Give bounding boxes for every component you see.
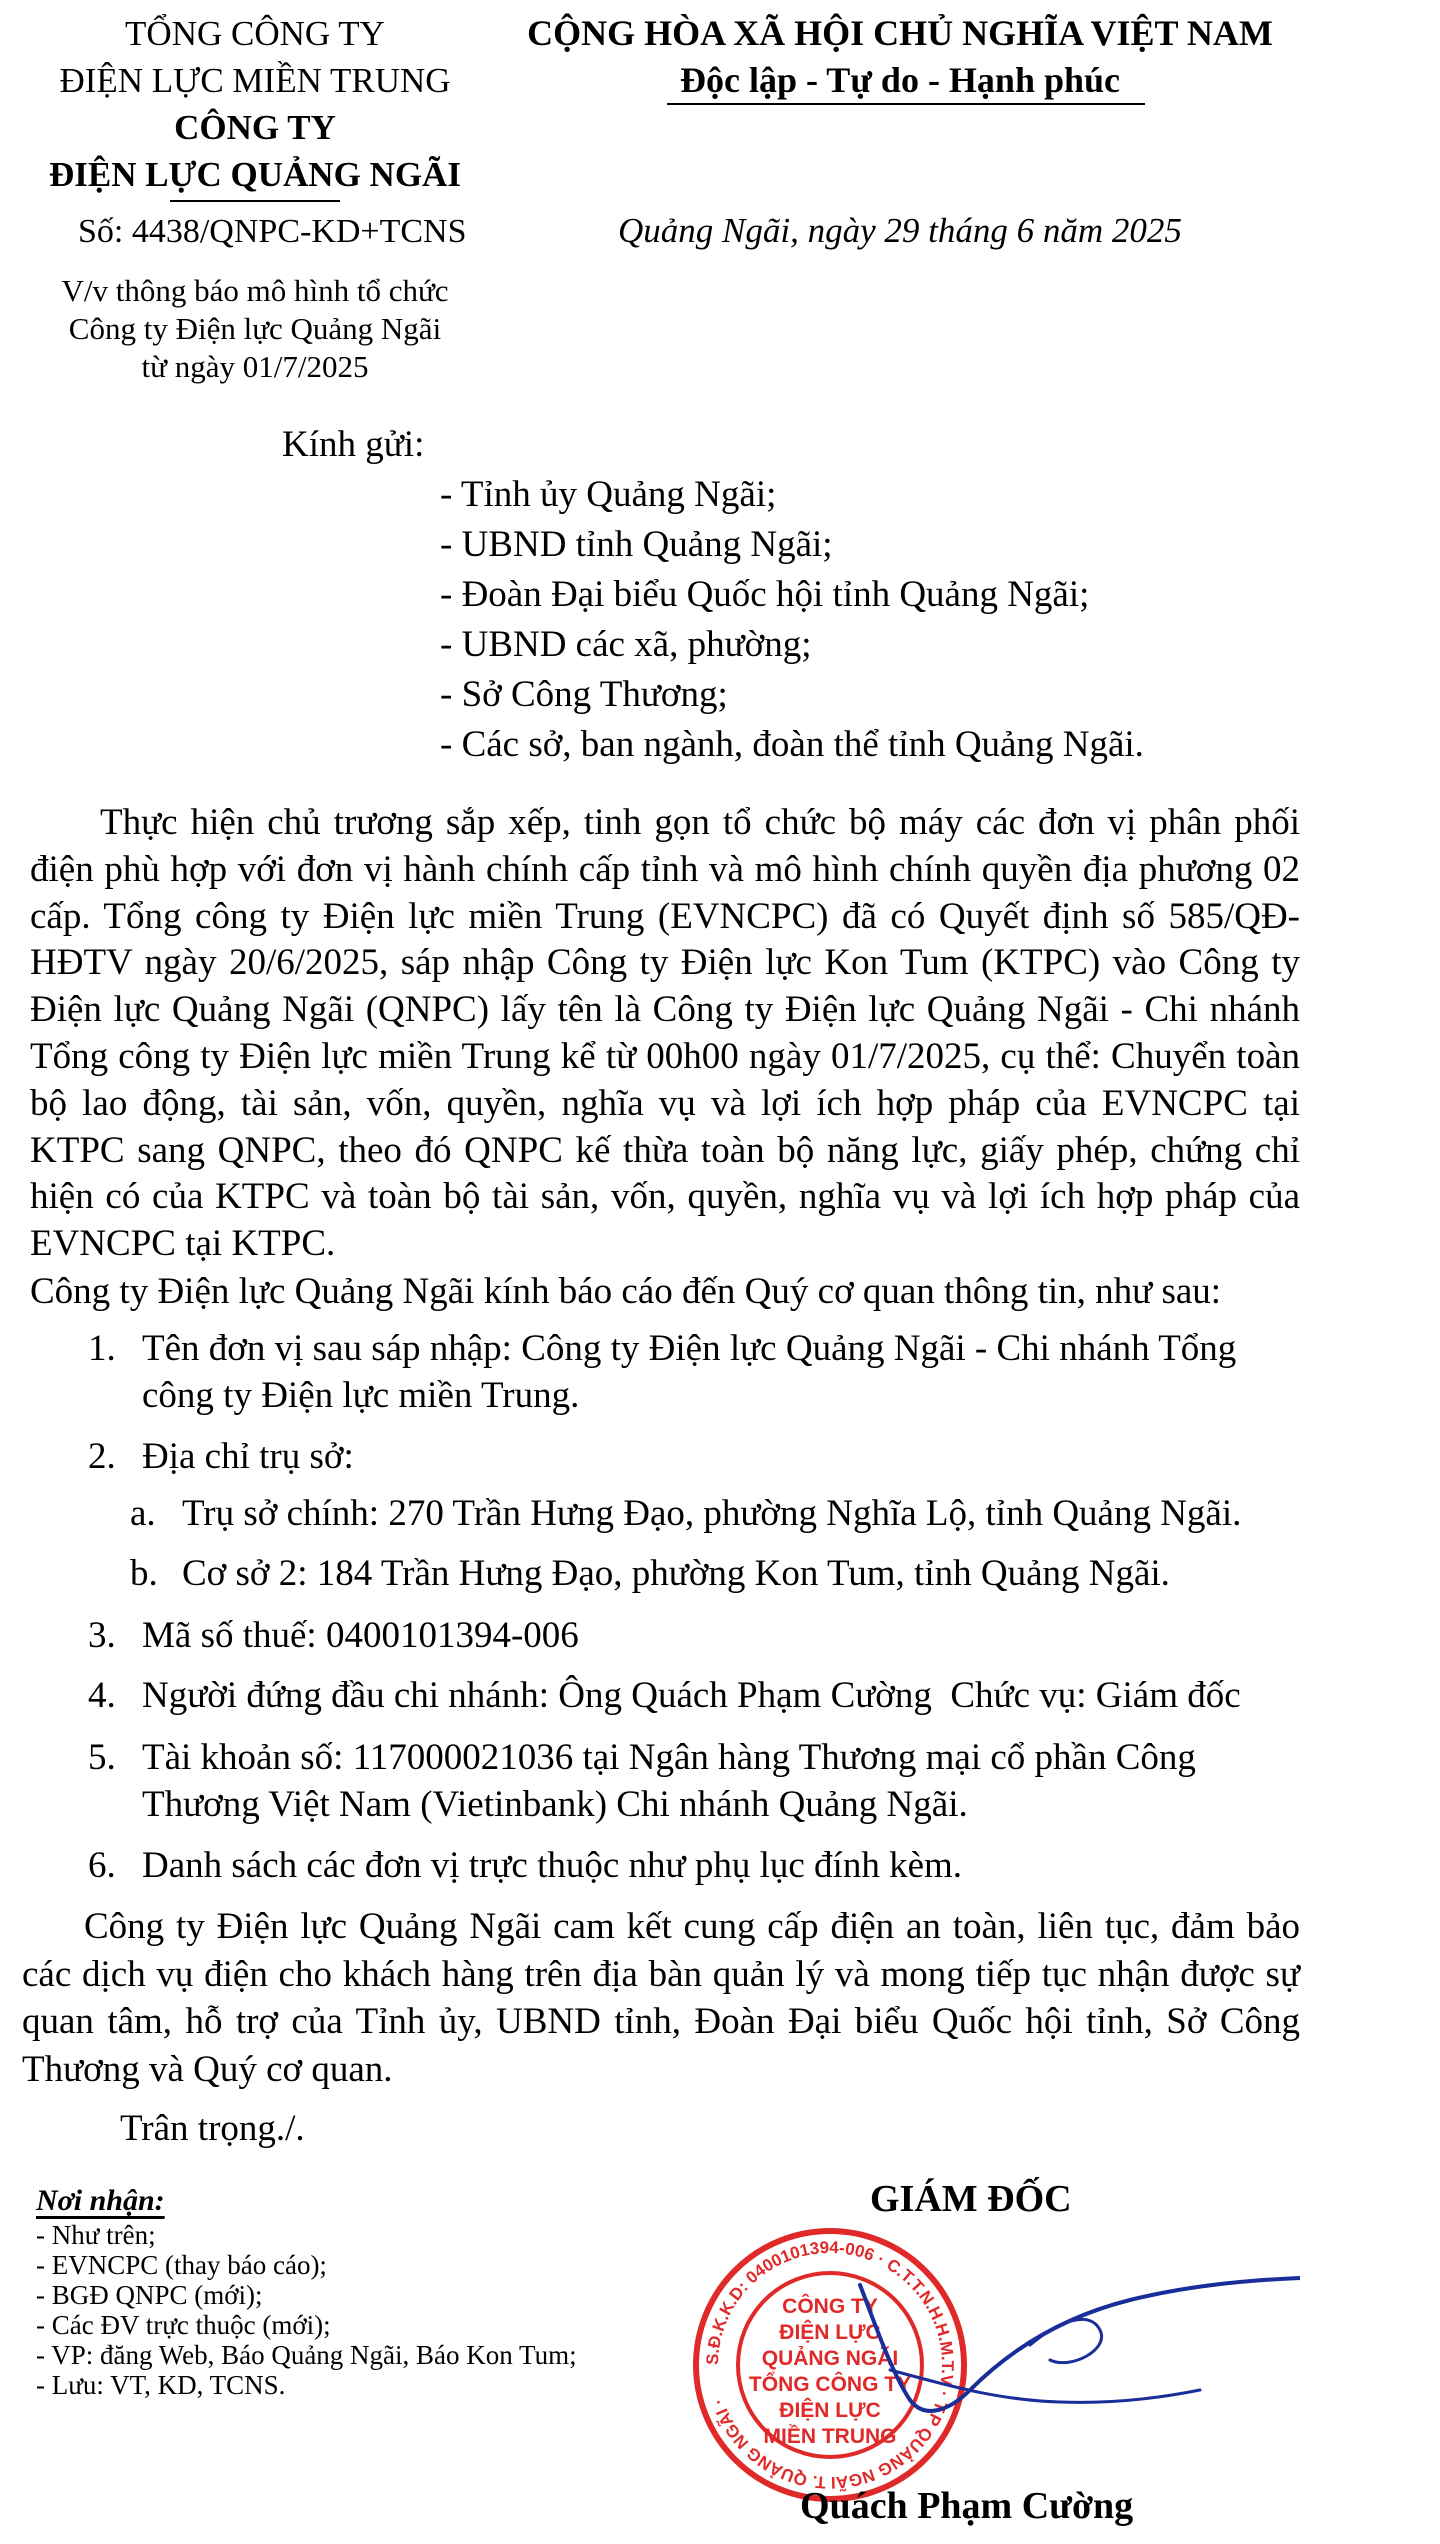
list-number: 5.: [88, 1737, 116, 1778]
org-name-2: ĐIỆN LỰC QUẢNG NGÃI: [49, 155, 461, 194]
svg-text:MIỀN TRUNG: MIỀN TRUNG: [764, 2425, 897, 2448]
subject-line-3: từ ngày 01/7/2025: [141, 349, 369, 384]
list-text: Người đứng đầu chi nhánh: Ông Quách Phạm…: [142, 1675, 1241, 1716]
list-letter: a.: [130, 1493, 156, 1534]
seal-outer-ring: [693, 2228, 967, 2502]
list-number: 1.: [88, 1328, 116, 1369]
list-text: Cơ sở 2: 184 Trần Hưng Đạo, phường Kon T…: [182, 1553, 1170, 1594]
signature: [858, 2276, 1300, 2413]
seal-inner-ring: [736, 2271, 924, 2459]
greeting: Kính gửi:: [282, 424, 425, 465]
list-text: Thương Việt Nam (Vietinbank) Chi nhánh Q…: [142, 1784, 968, 1825]
subject-block: V/v thông báo mô hình tổ chức Công ty Đi…: [20, 272, 490, 386]
recipient-item: - Sở Công Thương;: [440, 674, 728, 715]
seal-center-text: CÔNG TY ĐIỆN LỰC QUẢNG NGÃI TỔNG CÔNG TY…: [749, 2294, 911, 2448]
cc-item: - Lưu: VT, KD, TCNS.: [36, 2370, 286, 2400]
motto: Độc lập - Tự do - Hạnh phúc: [679, 60, 1121, 100]
recipient-item: - UBND các xã, phường;: [440, 624, 812, 665]
closing: Trân trọng./.: [120, 2108, 305, 2149]
header-left: TỔNG CÔNG TY ĐIỆN LỰC MIỀN TRUNG CÔNG TY…: [20, 10, 490, 198]
cc-item: - BGĐ QNPC (mới);: [36, 2280, 263, 2310]
intro-list: Công ty Điện lực Quảng Ngãi kính báo cáo…: [30, 1271, 1222, 1312]
header-left-rule: [170, 200, 340, 202]
list-text: công ty Điện lực miền Trung.: [142, 1375, 580, 1416]
svg-text:QUẢNG NGÃI: QUẢNG NGÃI: [762, 2347, 899, 2370]
list-text: Danh sách các đơn vị trực thuộc như phụ …: [142, 1845, 963, 1886]
list-text: Trụ sở chính: 270 Trần Hưng Đạo, phường …: [182, 1493, 1242, 1534]
recipient-item: - Các sở, ban ngành, đoàn thể tỉnh Quảng…: [440, 724, 1144, 765]
subject-line-1: V/v thông báo mô hình tổ chức: [61, 273, 449, 308]
list-text: Tài khoản số: 117000021036 tại Ngân hàng…: [142, 1737, 1196, 1778]
company-seal: S.Đ.K.K.D: 0400101394-006 · C.T.T.N.H.H.…: [693, 2228, 967, 2502]
list-text: Địa chỉ trụ sở:: [142, 1436, 354, 1477]
cc-item: - Như trên;: [36, 2220, 156, 2250]
list-number: 2.: [88, 1436, 116, 1477]
org-parent-2: ĐIỆN LỰC MIỀN TRUNG: [59, 61, 451, 100]
motto-underline: [667, 103, 1145, 105]
signer-title: GIÁM ĐỐC: [870, 2178, 1072, 2220]
org-name-1: CÔNG TY: [174, 108, 336, 147]
body-paragraph-2: Công ty Điện lực Quảng Ngãi cam kết cung…: [22, 1906, 1300, 2090]
cc-item: - Các ĐV trực thuộc (mới);: [36, 2310, 331, 2340]
list-letter: b.: [130, 1553, 158, 1594]
header-right: CỘNG HÒA XÃ HỘI CHỦ NGHĨA VIỆT NAM Độc l…: [500, 10, 1300, 104]
cc-title: Nơi nhận:: [36, 2184, 165, 2217]
recipient-item: - UBND tỉnh Quảng Ngãi;: [440, 524, 833, 565]
subject-line-2: Công ty Điện lực Quảng Ngãi: [68, 311, 442, 346]
cc-item: - VP: đăng Web, Báo Quảng Ngãi, Báo Kon …: [36, 2340, 577, 2370]
cc-item: - EVNCPC (thay báo cáo);: [36, 2250, 327, 2280]
cc-list: - Như trên; - EVNCPC (thay báo cáo); - B…: [36, 2220, 577, 2400]
body-paragraph-1: Thực hiện chủ trương sắp xếp, tinh gọn t…: [30, 802, 1300, 1265]
country-name: CỘNG HÒA XÃ HỘI CHỦ NGHĨA VIỆT NAM: [527, 13, 1273, 53]
list-text: Tên đơn vị sau sáp nhập: Công ty Điện lự…: [142, 1328, 1237, 1369]
svg-text:ĐIỆN LỰC: ĐIỆN LỰC: [779, 2398, 880, 2422]
list-number: 6.: [88, 1845, 116, 1886]
svg-text:CÔNG TY: CÔNG TY: [782, 2294, 878, 2318]
list-number: 3.: [88, 1615, 116, 1656]
place-date: Quảng Ngãi, ngày 29 tháng 6 năm 2025: [618, 211, 1182, 250]
signer-name: Quách Phạm Cường: [800, 2485, 1134, 2527]
list-text: Mã số thuế: 0400101394-006: [142, 1615, 579, 1656]
svg-text:TỔNG CÔNG TY: TỔNG CÔNG TY: [749, 2372, 911, 2396]
list-number: 4.: [88, 1675, 116, 1716]
doc-number: Số: 4438/QNPC-KD+TCNS: [78, 213, 467, 250]
recipient-list: - Tỉnh ủy Quảng Ngãi; - UBND tỉnh Quảng …: [440, 470, 1144, 770]
svg-text:ĐIỆN LỰC: ĐIỆN LỰC: [779, 2320, 880, 2344]
recipient-item: - Đoàn Đại biểu Quốc hội tỉnh Quảng Ngãi…: [440, 574, 1090, 615]
org-parent: TỔNG CÔNG TY: [125, 14, 385, 53]
recipient-item: - Tỉnh ủy Quảng Ngãi;: [440, 474, 777, 515]
